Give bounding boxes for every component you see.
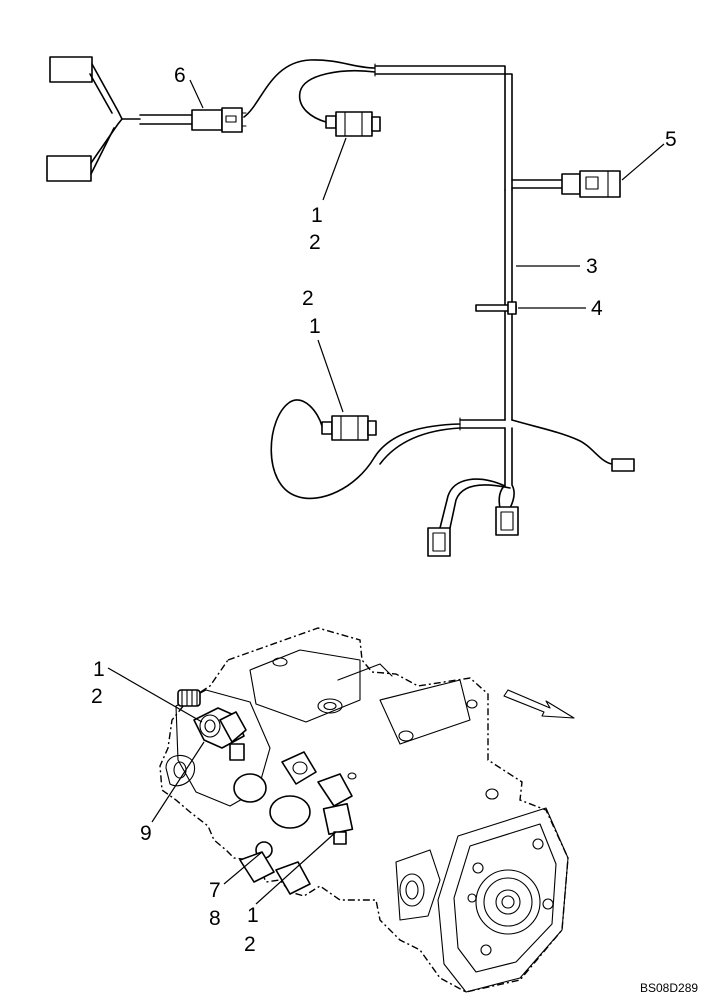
callout-mid-sensor-1: 1: [309, 315, 321, 338]
pressure-sensor-left: [193, 707, 247, 761]
pump-callouts: 1 2 9 7 8 1 2: [91, 658, 337, 956]
hydraulic-pump-assembly: [159, 627, 569, 993]
hose-fittings: [233, 751, 317, 895]
figure-code: BS08D289: [640, 981, 698, 995]
pressure-sensor-center: [317, 772, 357, 845]
connector-5: [561, 170, 621, 198]
callout-pump-bottom-1: 1: [247, 904, 259, 927]
callout-3: 3: [586, 255, 598, 278]
pressure-sensor-top: [325, 111, 381, 137]
callout-top-sensor-2: 2: [309, 231, 321, 254]
drive-shaft: [475, 869, 541, 935]
callout-7: 7: [209, 879, 221, 902]
harness-callouts: 6 1 2 5 3 4 2 1: [174, 64, 677, 413]
callout-pump-left-1: 1: [93, 658, 105, 681]
callout-6: 6: [174, 64, 186, 87]
callout-9: 9: [140, 822, 152, 845]
y-branch-connector-bottom: [46, 155, 92, 182]
callout-5: 5: [665, 128, 677, 151]
y-branch-connector-top: [49, 56, 93, 83]
wire-end-connector-bottom-right: [495, 506, 519, 536]
callout-pump-bottom-2: 2: [244, 933, 256, 956]
spline-shaft: [177, 689, 201, 707]
cable-tie-4: [475, 301, 517, 315]
callout-top-sensor-1: 1: [311, 204, 323, 227]
callout-pump-left-2: 2: [91, 685, 103, 708]
direction-arrow: [503, 689, 575, 719]
callout-4: 4: [591, 297, 603, 320]
wire-end-connector-bottom-left: [427, 527, 451, 557]
pressure-sensor-middle: [321, 415, 377, 441]
callout-8: 8: [209, 907, 221, 930]
wire-end-connector-right: [611, 458, 635, 472]
wiring-harness: [46, 56, 635, 557]
callout-mid-sensor-2: 2: [302, 287, 314, 310]
connector-6: [191, 107, 247, 133]
